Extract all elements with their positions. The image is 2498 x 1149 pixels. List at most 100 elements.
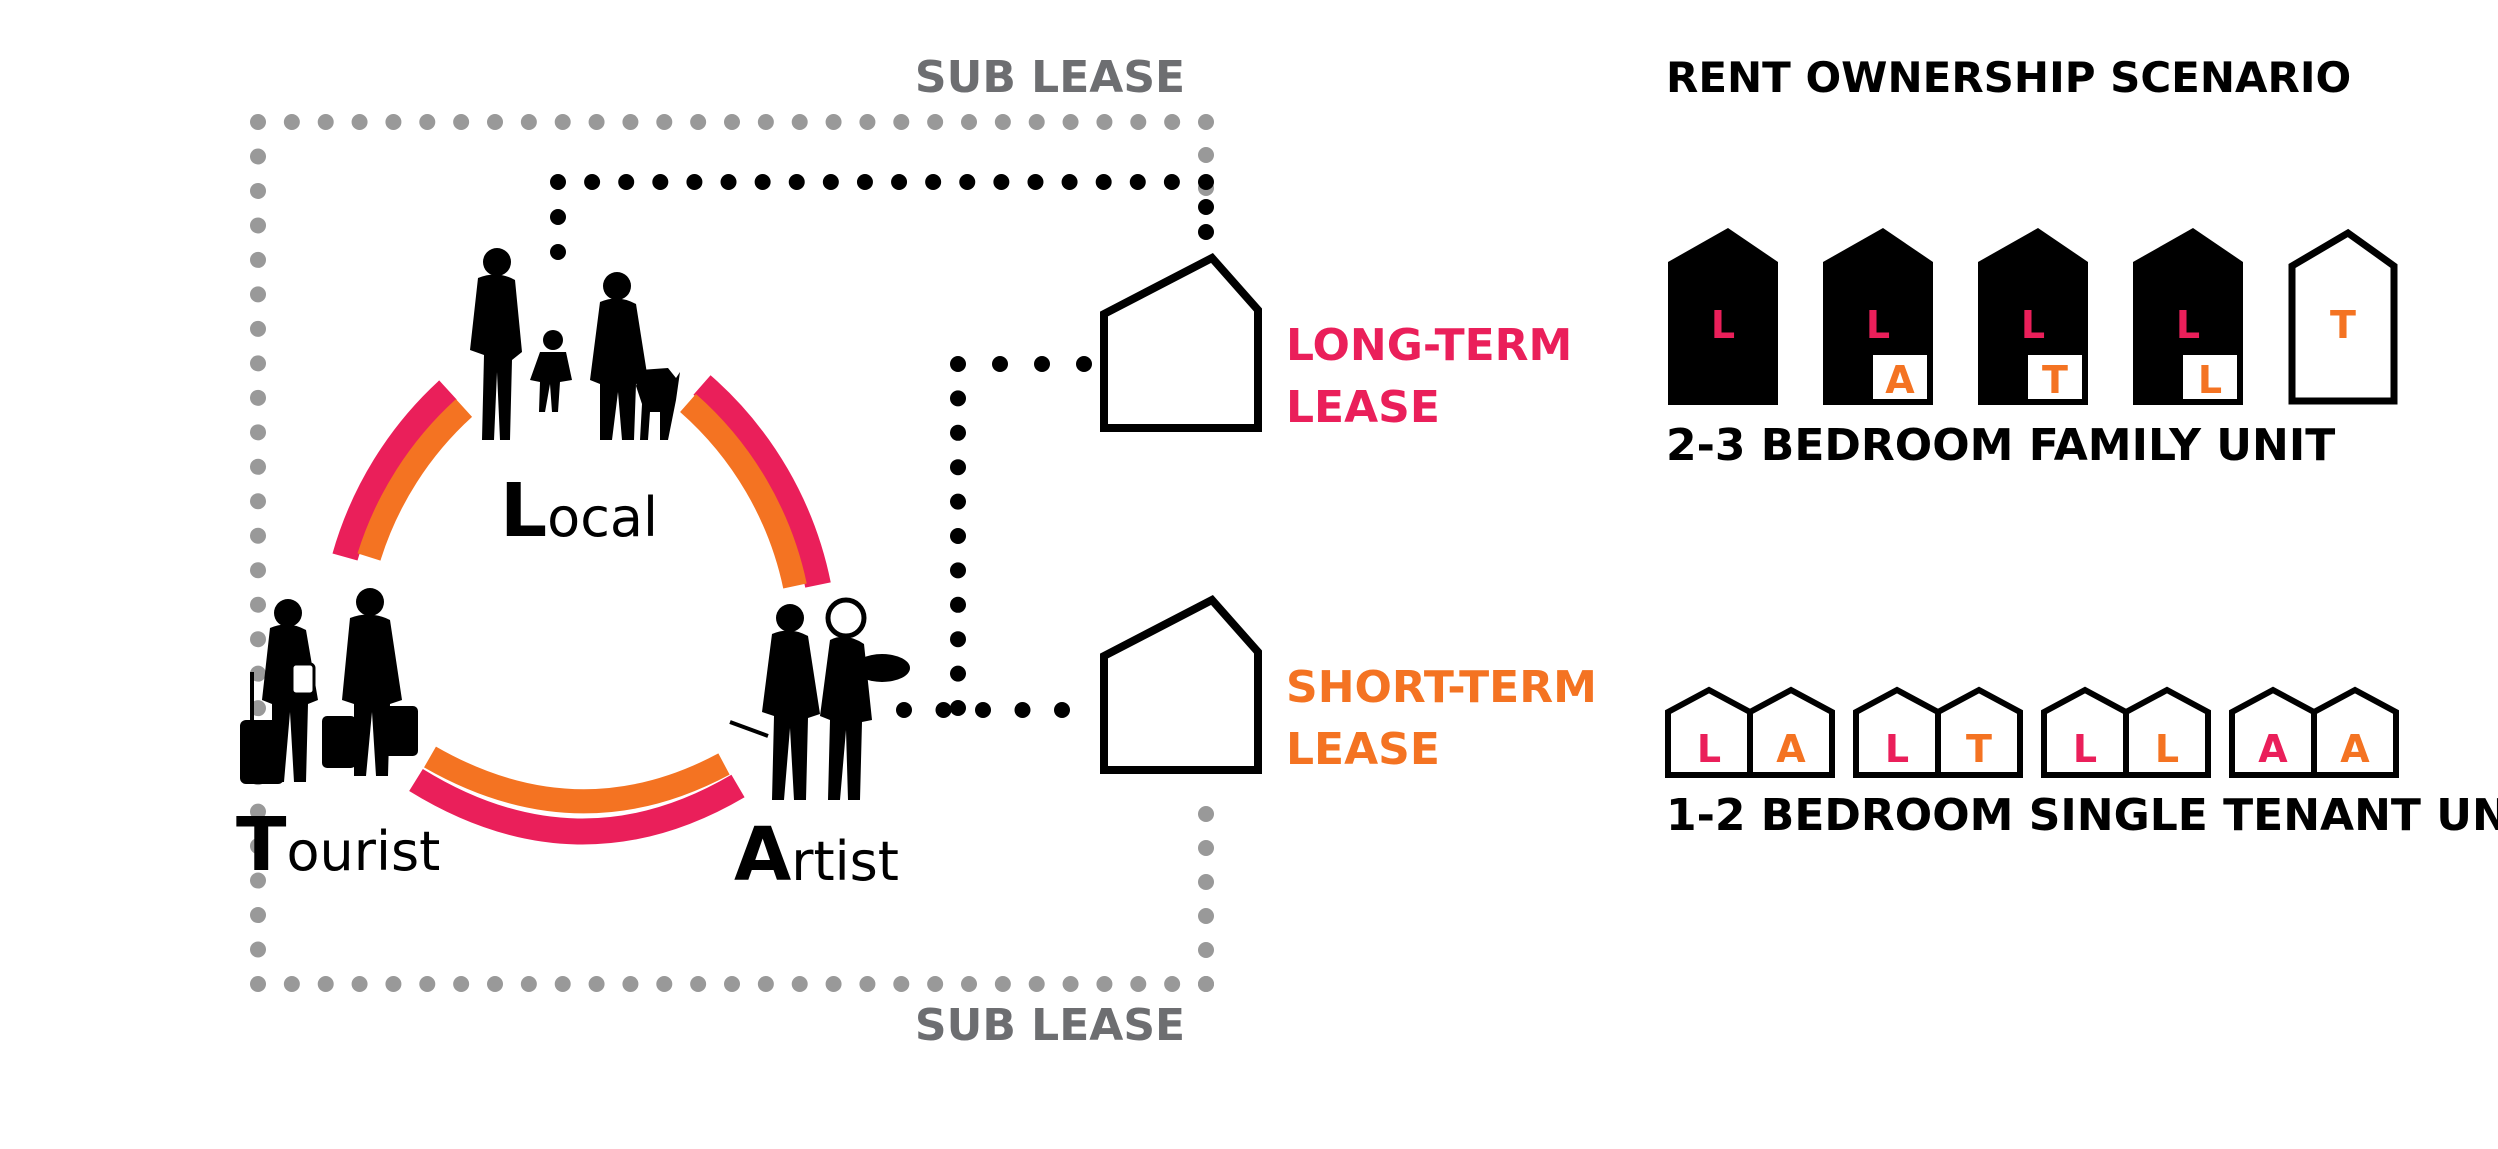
- boundary-dot: [554, 114, 571, 130]
- boundary-dot: [1198, 942, 1214, 958]
- connection-dot: [950, 596, 966, 613]
- connection-dot: [950, 528, 966, 544]
- connection-dot: [950, 562, 966, 579]
- boundary-dot: [690, 976, 707, 992]
- connection-dot: [856, 174, 873, 190]
- single-unit-left-room: [2229, 686, 2317, 778]
- single-unit-left-room: [1665, 686, 1753, 778]
- connection-dot: [950, 356, 966, 372]
- boundary-dot: [622, 114, 639, 130]
- connection-dot: [1198, 224, 1214, 240]
- boundary-dot: [250, 182, 266, 199]
- boundary-dot: [419, 114, 436, 130]
- connection-dot: [550, 174, 566, 190]
- boundary-dot: [825, 976, 842, 992]
- boundary-dot: [961, 976, 977, 992]
- scenario-title: RENT OWNERSHIP SCENARIO: [1666, 53, 2351, 102]
- boundary-dot: [757, 976, 774, 992]
- single-unit-right-letter: L: [2155, 727, 2179, 771]
- connection-dot: [950, 631, 966, 648]
- boundary-dot: [487, 114, 503, 130]
- boundary-dot: [994, 114, 1011, 130]
- connection-dot: [720, 174, 737, 190]
- family-unit-top-letter: L: [2176, 303, 2200, 347]
- connection-dot: [1129, 174, 1146, 190]
- connection-dot: [935, 702, 952, 718]
- single-unit-label: 1-2 BEDROOM SINGLE TENANT UNIT: [1666, 790, 2498, 841]
- boundary-dot: [351, 976, 368, 992]
- boundary-dot: [1130, 114, 1147, 130]
- boundary-dot: [656, 976, 673, 992]
- single-unit-left-letter: L: [1885, 727, 1909, 771]
- boundary-dot: [520, 114, 537, 130]
- boundary-dot: [250, 320, 266, 337]
- boundary-dot: [250, 114, 266, 130]
- family-unit-body: [2288, 228, 2398, 405]
- connection-dot: [1027, 174, 1044, 190]
- boundary-dot: [1164, 976, 1181, 992]
- boundary-dot: [250, 838, 266, 855]
- boundary-dot: [250, 631, 266, 648]
- single-unit-right-letter: A: [1776, 727, 1806, 771]
- boundary-dot: [250, 251, 266, 268]
- boundary-dot: [317, 976, 334, 992]
- family-unit-icon: LT: [1978, 228, 2088, 405]
- boundary-dot: [961, 114, 977, 130]
- family-unit-icon: LL: [2133, 228, 2243, 405]
- single-unit-right-room: [1935, 686, 2023, 778]
- connection-dot: [950, 424, 966, 441]
- connection-dot: [950, 665, 966, 682]
- sub-lease-bottom-label: SUB LEASE: [915, 1000, 1185, 1051]
- single-unit-left-room: [2041, 686, 2129, 778]
- boundary-dot: [1198, 908, 1214, 924]
- single-unit-left-letter: L: [1697, 727, 1721, 771]
- family-unit-bottom-letter: T: [2042, 358, 2068, 402]
- connection-dot: [950, 493, 966, 510]
- boundary-dot: [250, 424, 266, 441]
- single-unit-left-letter: A: [2258, 727, 2288, 771]
- arc-local-tourist-inner: [357, 399, 473, 561]
- boundary-dot: [1198, 874, 1214, 890]
- boundary-dot: [791, 976, 808, 992]
- boundary-dot: [1198, 806, 1214, 822]
- single-unit-left-letter: L: [2073, 727, 2097, 771]
- boundary-dot: [1198, 147, 1214, 163]
- connection-dot: [584, 174, 601, 190]
- boundary-dot: [994, 976, 1011, 992]
- single-unit-right-room: [2311, 686, 2399, 778]
- boundary-dot: [690, 114, 707, 130]
- boundary-dot: [791, 114, 808, 130]
- boundary-dot: [1028, 114, 1045, 130]
- single-unit-left-room: [1853, 686, 1941, 778]
- boundary-dot: [1130, 976, 1147, 992]
- family-unit-bottom-letter: L: [2198, 358, 2222, 402]
- connection-dot: [550, 209, 566, 225]
- boundary-dot: [859, 976, 876, 992]
- boundary-dot: [588, 976, 605, 992]
- connection-dot: [652, 174, 669, 190]
- connection-dot: [1076, 356, 1092, 372]
- connection-dot: [1095, 174, 1112, 190]
- boundary-dot: [1198, 976, 1214, 992]
- boundary-dot: [554, 976, 571, 992]
- boundary-dot: [1062, 114, 1079, 130]
- connection-dot: [822, 174, 839, 190]
- family-unit-top-letter: L: [2021, 303, 2045, 347]
- boundary-dot: [1096, 976, 1113, 992]
- single-unit-right-letter: A: [2340, 727, 2370, 771]
- boundary-dot: [487, 976, 503, 992]
- connection-dot: [1054, 702, 1070, 718]
- boundary-dot: [283, 976, 300, 992]
- boundary-dot: [250, 941, 266, 958]
- connection-dot: [925, 174, 942, 190]
- artist-label: Artist: [734, 812, 899, 898]
- short-term-house-icon: [1100, 595, 1262, 774]
- boundary-dot: [317, 114, 334, 130]
- boundary-dot: [1164, 114, 1181, 130]
- boundary-dot: [1062, 976, 1079, 992]
- family-unit-top-letter: T: [2330, 303, 2356, 347]
- connection-dot: [550, 244, 566, 260]
